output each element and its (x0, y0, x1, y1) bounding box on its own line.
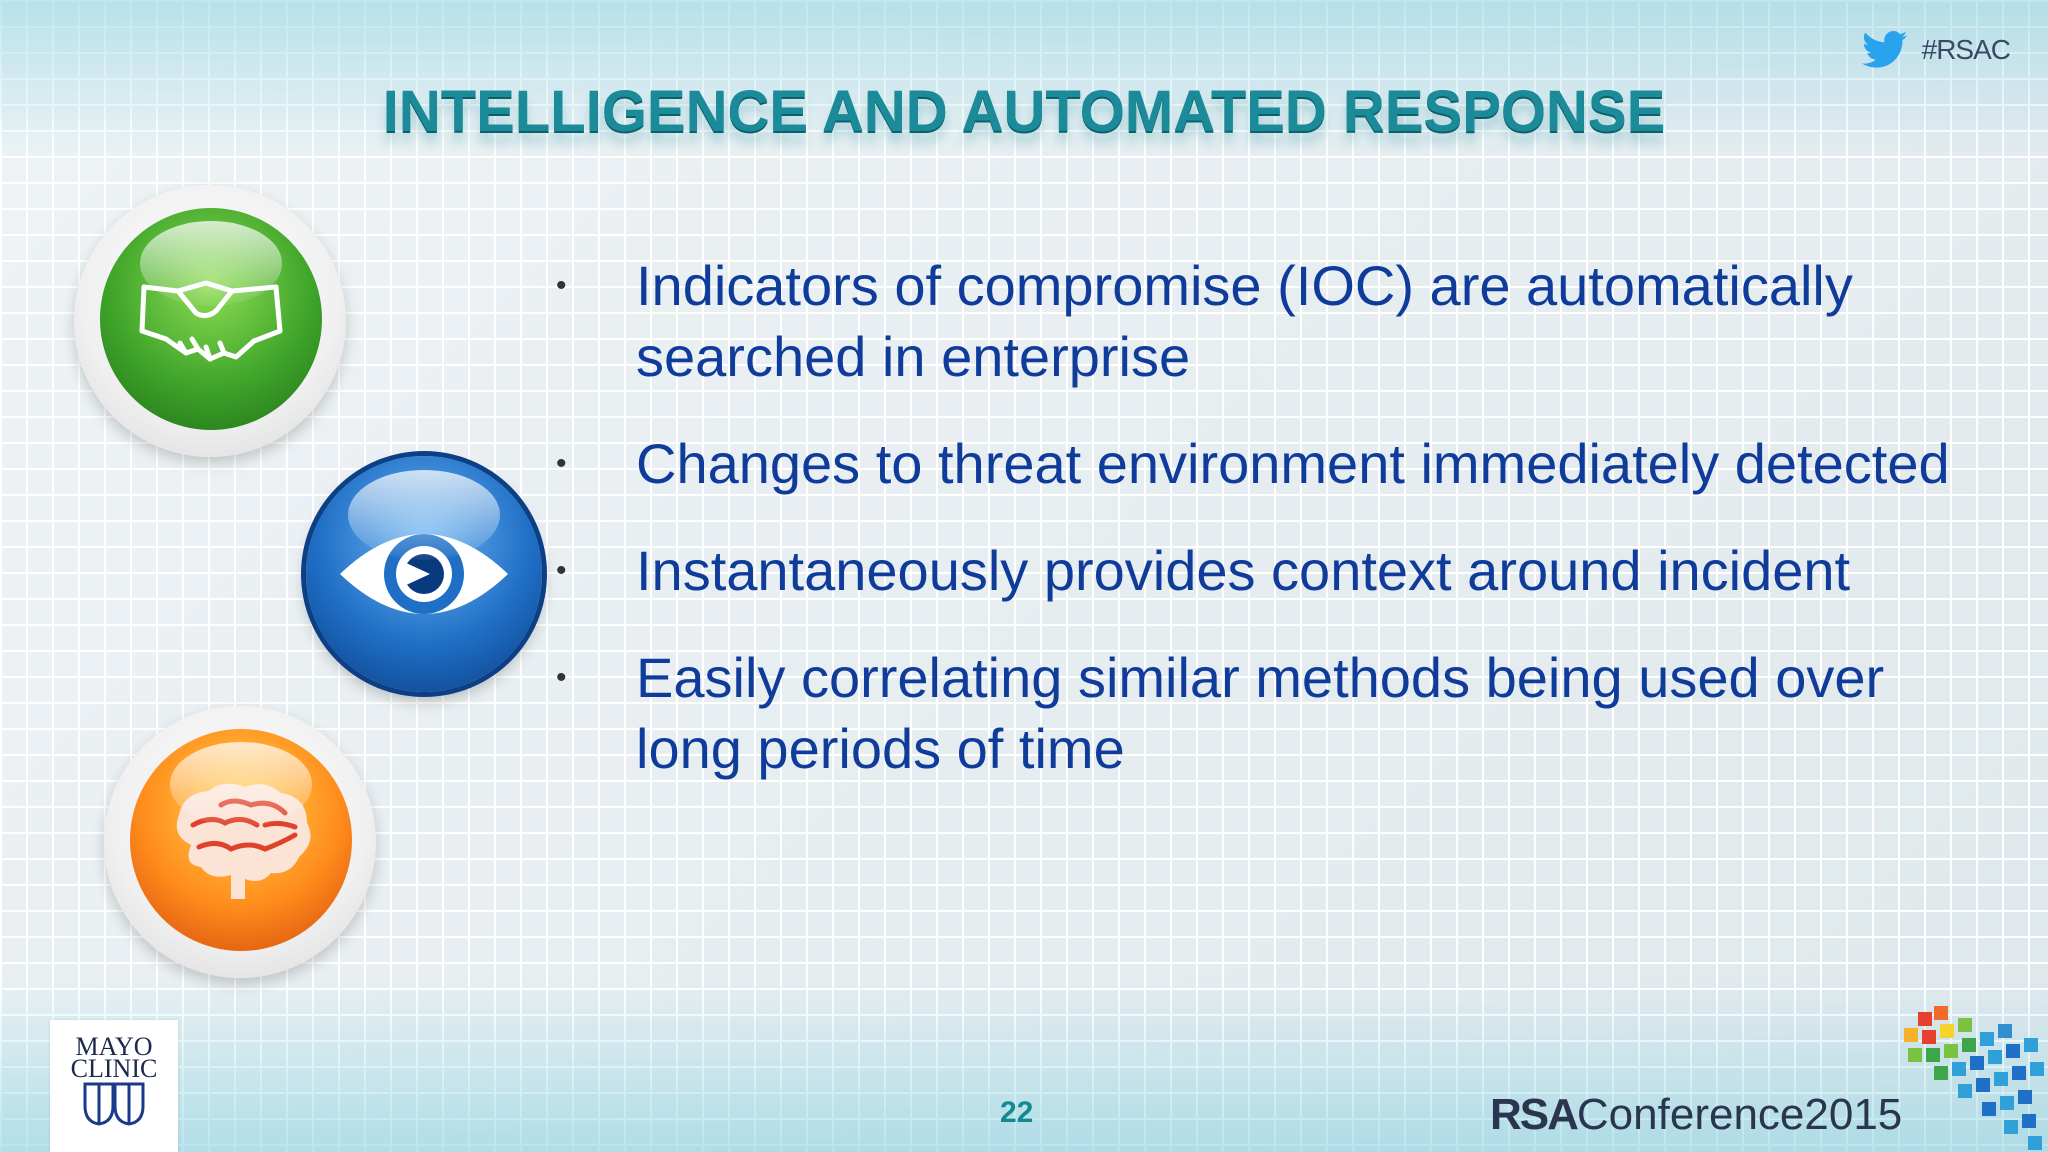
bullet-text: Changes to threat environment immediatel… (636, 432, 1950, 495)
bullet-text: Instantaneously provides context around … (636, 539, 1851, 602)
mayo-logo-line2: CLINIC (70, 1054, 158, 1083)
handshake-icon (139, 280, 283, 362)
bullet-item: • Easily correlating similar methods bein… (556, 642, 1996, 784)
bullet-dot: • (556, 661, 567, 694)
mayo-shield-icon (83, 1082, 145, 1126)
bullet-text: Easily correlating similar methods being… (636, 646, 1885, 780)
brain-orb (130, 729, 352, 951)
twitter-bird-icon (1861, 31, 1907, 68)
bullet-list: • Indicators of compromise (IOC) are auto… (556, 250, 1996, 820)
mayo-logo-line1: MAYO (75, 1032, 153, 1061)
eye-icon (340, 534, 508, 614)
eye-orb (306, 456, 542, 692)
bullet-dot: • (556, 447, 567, 480)
bullet-item: • Changes to threat environment immediate… (556, 428, 1996, 499)
twitter-hashtag: #RSAC (1861, 30, 2011, 70)
bullet-item: • Indicators of compromise (IOC) are auto… (556, 250, 1996, 392)
rsa-wordmark: RSA (1490, 1090, 1579, 1139)
page-number: 22 (1000, 1096, 1034, 1129)
bullet-item: • Instantaneously provides context around… (556, 535, 1996, 606)
rsa-conference-logo: RSAConference2015 (1490, 1090, 1902, 1140)
mayo-clinic-logo: MAYO CLINIC (50, 1020, 178, 1152)
bullet-dot: • (556, 554, 567, 587)
conference-wordmark: Conference2015 (1576, 1090, 1903, 1139)
brain-icon (176, 783, 311, 899)
pixel-burst-graphic (1904, 1006, 2044, 1150)
bullet-text: Indicators of compromise (IOC) are autom… (636, 254, 1853, 388)
handshake-orb (100, 208, 322, 430)
bullet-dot: • (556, 269, 567, 302)
hashtag-label: #RSAC (1921, 34, 2011, 65)
slide-title: INTELLIGENCE AND AUTOMATED RESPONSE (382, 79, 1666, 144)
